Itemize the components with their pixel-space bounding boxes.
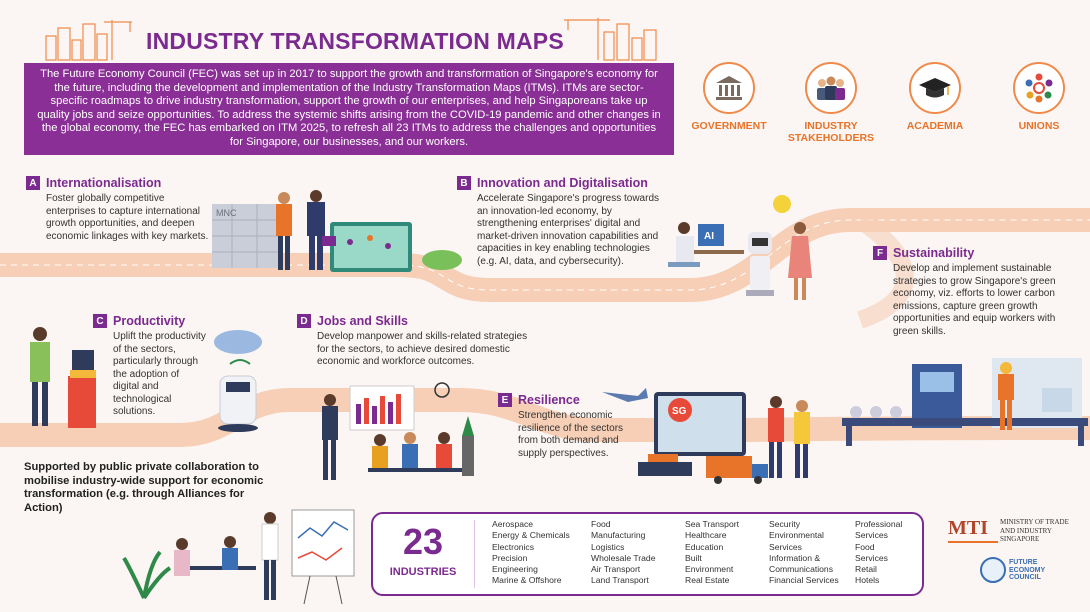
support-statement: Supported by public private collaboratio… (24, 461, 264, 514)
mti-ministry-name: MINISTRY OF TRADE AND INDUSTRY (1000, 518, 1069, 535)
stakeholder-label: GOVERNMENT (691, 120, 767, 132)
city-skyline-right-icon (564, 18, 657, 61)
productivity-illustration (30, 327, 96, 428)
section-text: Uplift the productivity of the sectors, … (113, 331, 206, 417)
industry-item: Electronics (492, 541, 535, 552)
unions-circle-icon (1025, 73, 1053, 103)
section-text: Foster globally competitive enterprises … (46, 193, 209, 242)
ai-screen-label: AI (704, 231, 714, 242)
graduation-cap-icon (919, 78, 951, 98)
industries-column-1: Aerospace Energy & Chemicals Electronics… (492, 519, 584, 587)
resilience-illustration: SG (602, 388, 810, 484)
section-title: Innovation and Digitalisation (477, 176, 648, 190)
stakeholder-unions: UNIONS (994, 62, 1084, 132)
stakeholder-academia: ACADEMIA (890, 62, 980, 132)
industry-item: Information & Communications (769, 552, 833, 575)
section-title: Internationalisation (46, 176, 162, 190)
industry-item: Precision Engineering (492, 552, 538, 575)
industry-item: Food Manufacturing (591, 519, 646, 541)
industry-item: Energy & Chemicals (492, 530, 570, 541)
industry-item: Land Transport (591, 575, 649, 586)
government-building-icon (716, 76, 742, 100)
sustainability-illustration (842, 358, 1088, 446)
industry-item: Sea Transport (685, 519, 739, 529)
fec-line: COUNCIL (1009, 574, 1041, 581)
fec-logo-text: FUTURE ECONOMY COUNCIL (1009, 559, 1045, 582)
section-text: Develop manpower and skills-related stra… (317, 331, 528, 367)
industry-item: Retail (855, 564, 877, 575)
industries-column-2: Food Manufacturing Logistics Wholesale T… (591, 519, 677, 587)
industry-item: Built Environment (685, 552, 734, 575)
industry-item: Healthcare (685, 530, 727, 541)
innovation-illustration: AI (668, 195, 812, 300)
section-text: Strengthen economic resilience of the se… (518, 410, 624, 459)
section-badge: E (498, 393, 512, 407)
mnc-sign: MNC (216, 208, 237, 218)
fec-line: FUTURE (1009, 559, 1038, 566)
section-text: Accelerate Singapore's progress towards … (477, 193, 660, 267)
section-productivity: C Productivity Uplift the productivity of… (93, 314, 208, 419)
page-title: INDUSTRY TRANSFORMATION MAPS (146, 28, 564, 54)
collaboration-illustration (122, 509, 355, 605)
industry-item: Hotels (855, 575, 880, 586)
sg-pin-label: SG (672, 406, 687, 417)
industry-item: Professional Services (855, 519, 903, 541)
industry-item: Logistics (591, 541, 625, 552)
mti-underline (948, 541, 998, 543)
industry-item: Real Estate (685, 575, 730, 586)
stakeholder-industry: INDUSTRY STAKEHOLDERS (786, 62, 876, 144)
section-badge: D (297, 314, 311, 328)
industries-count: 23 (402, 521, 444, 562)
industry-item: Marine & Offshore (492, 575, 562, 586)
stakeholder-label: UNIONS (1018, 120, 1060, 132)
city-skyline-left-icon (45, 20, 132, 61)
industry-item: Security (769, 519, 801, 529)
section-text: Develop and implement sustainable strate… (893, 263, 1056, 337)
industries-column-4: Security Environmental Services Informat… (769, 519, 849, 587)
section-title: Productivity (113, 314, 186, 328)
stakeholder-label: ACADEMIA (906, 120, 964, 132)
industry-item: Financial Services (769, 575, 839, 586)
industries-column-5: Professional Services Food Services Reta… (855, 519, 919, 587)
section-resilience: E Resilience Strengthen economic resilien… (498, 393, 638, 460)
section-title: Sustainability (893, 246, 975, 260)
industries-panel (371, 512, 924, 596)
industries-column-3: Sea Transport Healthcare Education Built… (685, 519, 763, 587)
industry-item: Aerospace (492, 519, 534, 529)
section-badge: B (457, 176, 471, 190)
fec-line: ECONOMY (1009, 566, 1046, 574)
fec-globe-icon (980, 557, 1006, 583)
mti-name: MINISTRY OF TRADE AND INDUSTRY SINGAPORE (1000, 518, 1080, 544)
internationalisation-illustration: MNC (212, 190, 462, 272)
section-title: Resilience (518, 393, 580, 407)
mti-country: SINGAPORE (1000, 535, 1040, 543)
industries-label: INDUSTRIES (389, 566, 457, 578)
industry-item: Education (685, 541, 724, 552)
section-jobs-skills: D Jobs and Skills Develop manpower and sk… (297, 314, 532, 369)
section-badge: F (873, 246, 887, 260)
industry-item: Food Services (855, 541, 888, 563)
industry-item: Air Transport (591, 564, 641, 575)
section-sustainability: F Sustainability Develop and implement su… (873, 246, 1078, 338)
section-badge: C (93, 314, 107, 328)
cloud-robot-illustration (214, 330, 262, 432)
stakeholder-label: INDUSTRY STAKEHOLDERS (787, 120, 875, 144)
industry-item: Wholesale Trade (591, 552, 656, 563)
section-innovation: B Innovation and Digitalisation Accelerat… (457, 176, 667, 268)
intro-panel: The Future Economy Council (FEC) was set… (24, 63, 674, 155)
people-group-icon (817, 76, 845, 100)
mti-logo: MTI (948, 517, 988, 539)
section-badge: A (26, 176, 40, 190)
jobs-skills-illustration (322, 382, 474, 480)
section-internationalisation: A Internationalisation Foster globally co… (26, 176, 211, 243)
industries-divider (474, 520, 475, 588)
industry-item: Environmental Services (769, 530, 824, 552)
stakeholder-government: GOVERNMENT (684, 62, 774, 132)
section-title: Jobs and Skills (317, 314, 409, 328)
